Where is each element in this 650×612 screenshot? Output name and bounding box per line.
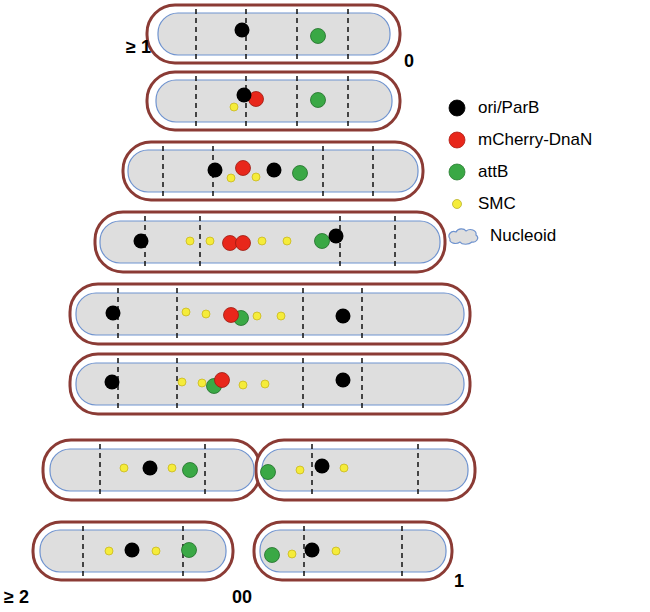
cell-outlines	[33, 5, 475, 580]
count-label: ≥ 2	[4, 588, 29, 608]
legend-swatch	[446, 161, 468, 183]
count-label: 0	[404, 52, 414, 72]
dnan-dots	[215, 92, 264, 388]
count-label: 1	[454, 572, 464, 592]
count-label: ≥ 1	[126, 38, 151, 58]
legend-row: SMC	[446, 188, 592, 220]
legend-text: ori/ParB	[478, 98, 539, 118]
legend-text: mCherry-DnaN	[478, 130, 592, 150]
legend-swatch	[446, 129, 468, 151]
nucleoid-swatch	[446, 225, 480, 247]
nucleoids	[40, 13, 468, 572]
legend-text: Nucleoid	[490, 226, 556, 246]
ori-dots	[105, 23, 351, 558]
legend: ori/ParB mCherry-DnaN attB SMC Nucleoid	[446, 92, 592, 252]
legend-swatch	[446, 97, 468, 119]
legend-text: SMC	[478, 194, 516, 214]
smc-dots	[105, 103, 348, 558]
legend-row: mCherry-DnaN	[446, 124, 592, 156]
cell-quarter-marks	[83, 9, 418, 576]
legend-swatch	[446, 193, 468, 215]
legend-row: Nucleoid	[446, 220, 592, 252]
legend-text: attB	[478, 162, 508, 182]
attb-dots	[182, 29, 330, 563]
count-label: 00	[232, 588, 252, 608]
legend-row: attB	[446, 156, 592, 188]
legend-row: ori/ParB	[446, 92, 592, 124]
